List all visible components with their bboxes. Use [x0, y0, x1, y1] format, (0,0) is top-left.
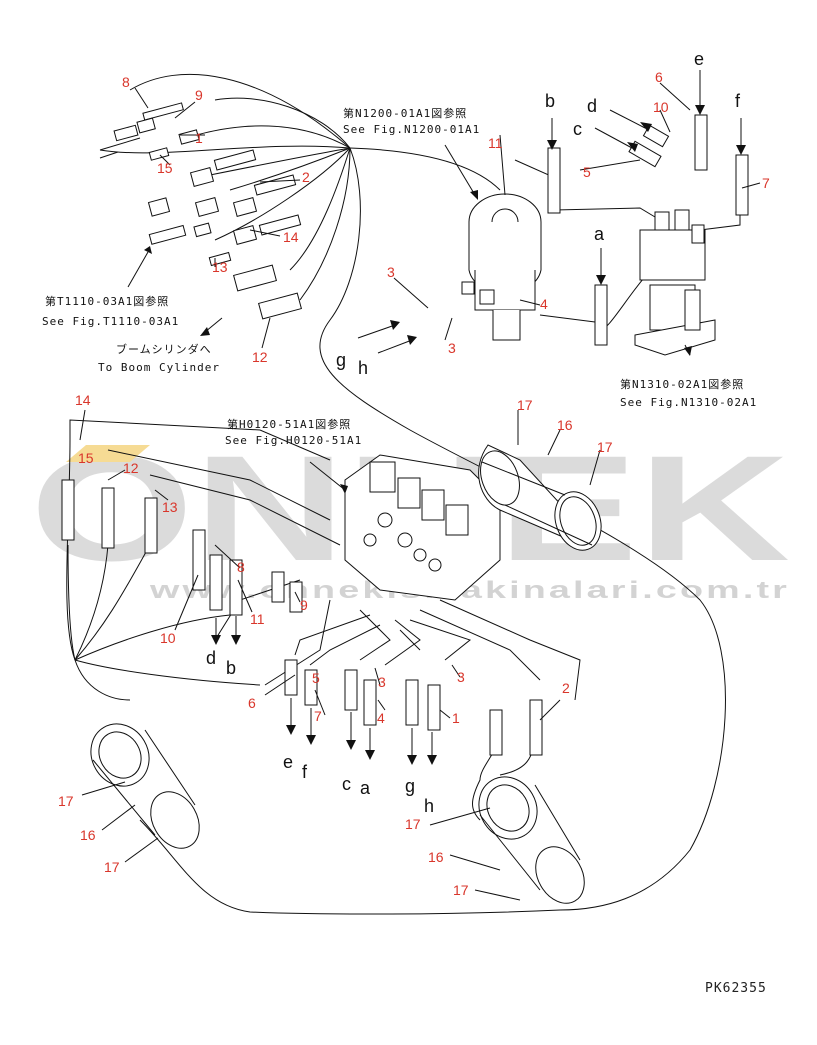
part-number: 15 [157, 160, 173, 176]
connection-letter: h [358, 358, 368, 378]
ref-t1110-en: See Fig.T1110-03A1 [42, 315, 179, 328]
swing-motor [461, 193, 542, 341]
part-number: 4 [540, 296, 548, 312]
connection-letter: g [405, 776, 415, 796]
part-number: 17 [104, 859, 120, 875]
part-number: 8 [122, 74, 130, 90]
part-number: 14 [75, 392, 91, 408]
part-number: 7 [314, 708, 322, 724]
ref-n1200-en: See Fig.N1200-01A1 [343, 123, 480, 136]
part-number: 3 [448, 340, 456, 356]
connection-letter: h [424, 796, 434, 816]
part-number: 6 [655, 69, 663, 85]
part-number: 3 [457, 669, 465, 685]
part-number: 11 [250, 611, 265, 627]
part-number: 1 [452, 710, 460, 726]
connection-letter: f [302, 762, 308, 782]
solenoid-block [547, 114, 749, 356]
ref-n1310-en: See Fig.N1310-02A1 [620, 396, 757, 409]
ref-boom-en: To Boom Cylinder [98, 361, 220, 374]
part-number: 9 [300, 597, 308, 613]
part-number: 17 [597, 439, 613, 455]
cylinders [90, 444, 602, 904]
connection-letter: a [594, 224, 605, 244]
part-number: 9 [195, 87, 203, 103]
part-number: 2 [302, 169, 310, 185]
part-number: 10 [653, 99, 669, 115]
part-number: 13 [162, 499, 178, 515]
part-number: 2 [562, 680, 570, 696]
part-number: 3 [378, 674, 386, 690]
part-number: 16 [80, 827, 96, 843]
drawing-code: PK62355 [705, 981, 767, 996]
part-number: 17 [453, 882, 469, 898]
connection-letter: f [735, 91, 741, 111]
connection-letter: b [545, 91, 555, 111]
part-number: 5 [312, 670, 320, 686]
connection-letter: b [226, 658, 236, 678]
part-number-labels: 8 9 1 15 2 14 13 12 11 3 3 4 5 6 10 7 17… [58, 69, 770, 898]
part-number: 3 [387, 264, 395, 280]
swivel-joint [344, 454, 501, 601]
ref-h0120-en: See Fig.H0120-51A1 [225, 434, 362, 447]
part-number: 14 [283, 229, 299, 245]
part-number: 7 [762, 175, 770, 191]
connection-letter: c [573, 119, 582, 139]
part-number: 17 [517, 397, 533, 413]
part-number: 1 [195, 130, 203, 146]
part-number: 17 [58, 793, 74, 809]
connection-letter: d [206, 648, 216, 668]
ref-n1200-jp: 第N1200-01A1図参照 [343, 106, 467, 120]
part-number: 10 [160, 630, 176, 646]
connection-letter: c [342, 774, 351, 794]
part-number: 13 [212, 259, 228, 275]
leader-lines [79, 82, 761, 901]
part-number: 16 [557, 417, 573, 433]
connection-letter: g [336, 350, 346, 370]
ref-t1110-jp: 第T1110-03A1図参照 [45, 294, 169, 308]
connection-letter: e [694, 49, 704, 69]
reference-labels: 第N1200-01A1図参照 See Fig.N1200-01A1 第T1110… [42, 106, 757, 447]
part-number: 12 [252, 349, 268, 365]
part-number: 6 [248, 695, 256, 711]
upper-left-parts [99, 102, 303, 320]
part-number: 16 [428, 849, 444, 865]
part-number: 4 [377, 710, 385, 726]
direction-arrows [127, 70, 746, 765]
connection-letter-labels: b e d c f a g h d b e f c a g h [206, 49, 741, 816]
part-number: 17 [405, 816, 421, 832]
lower-hoses [61, 479, 543, 756]
part-number: 5 [583, 164, 591, 180]
connection-letter: d [587, 96, 597, 116]
ref-n1310-jp: 第N1310-02A1図参照 [620, 377, 744, 391]
part-number: 8 [237, 559, 245, 575]
part-number: 15 [78, 450, 94, 466]
ref-h0120-jp: 第H0120-51A1図参照 [227, 417, 351, 431]
ref-boom-jp: ブームシリンダへ [116, 342, 212, 356]
part-number: 12 [123, 460, 139, 476]
part-number: 11 [488, 135, 503, 151]
connection-letter: e [283, 752, 293, 772]
watermark-accent [66, 445, 150, 462]
connection-letter: a [360, 778, 371, 798]
